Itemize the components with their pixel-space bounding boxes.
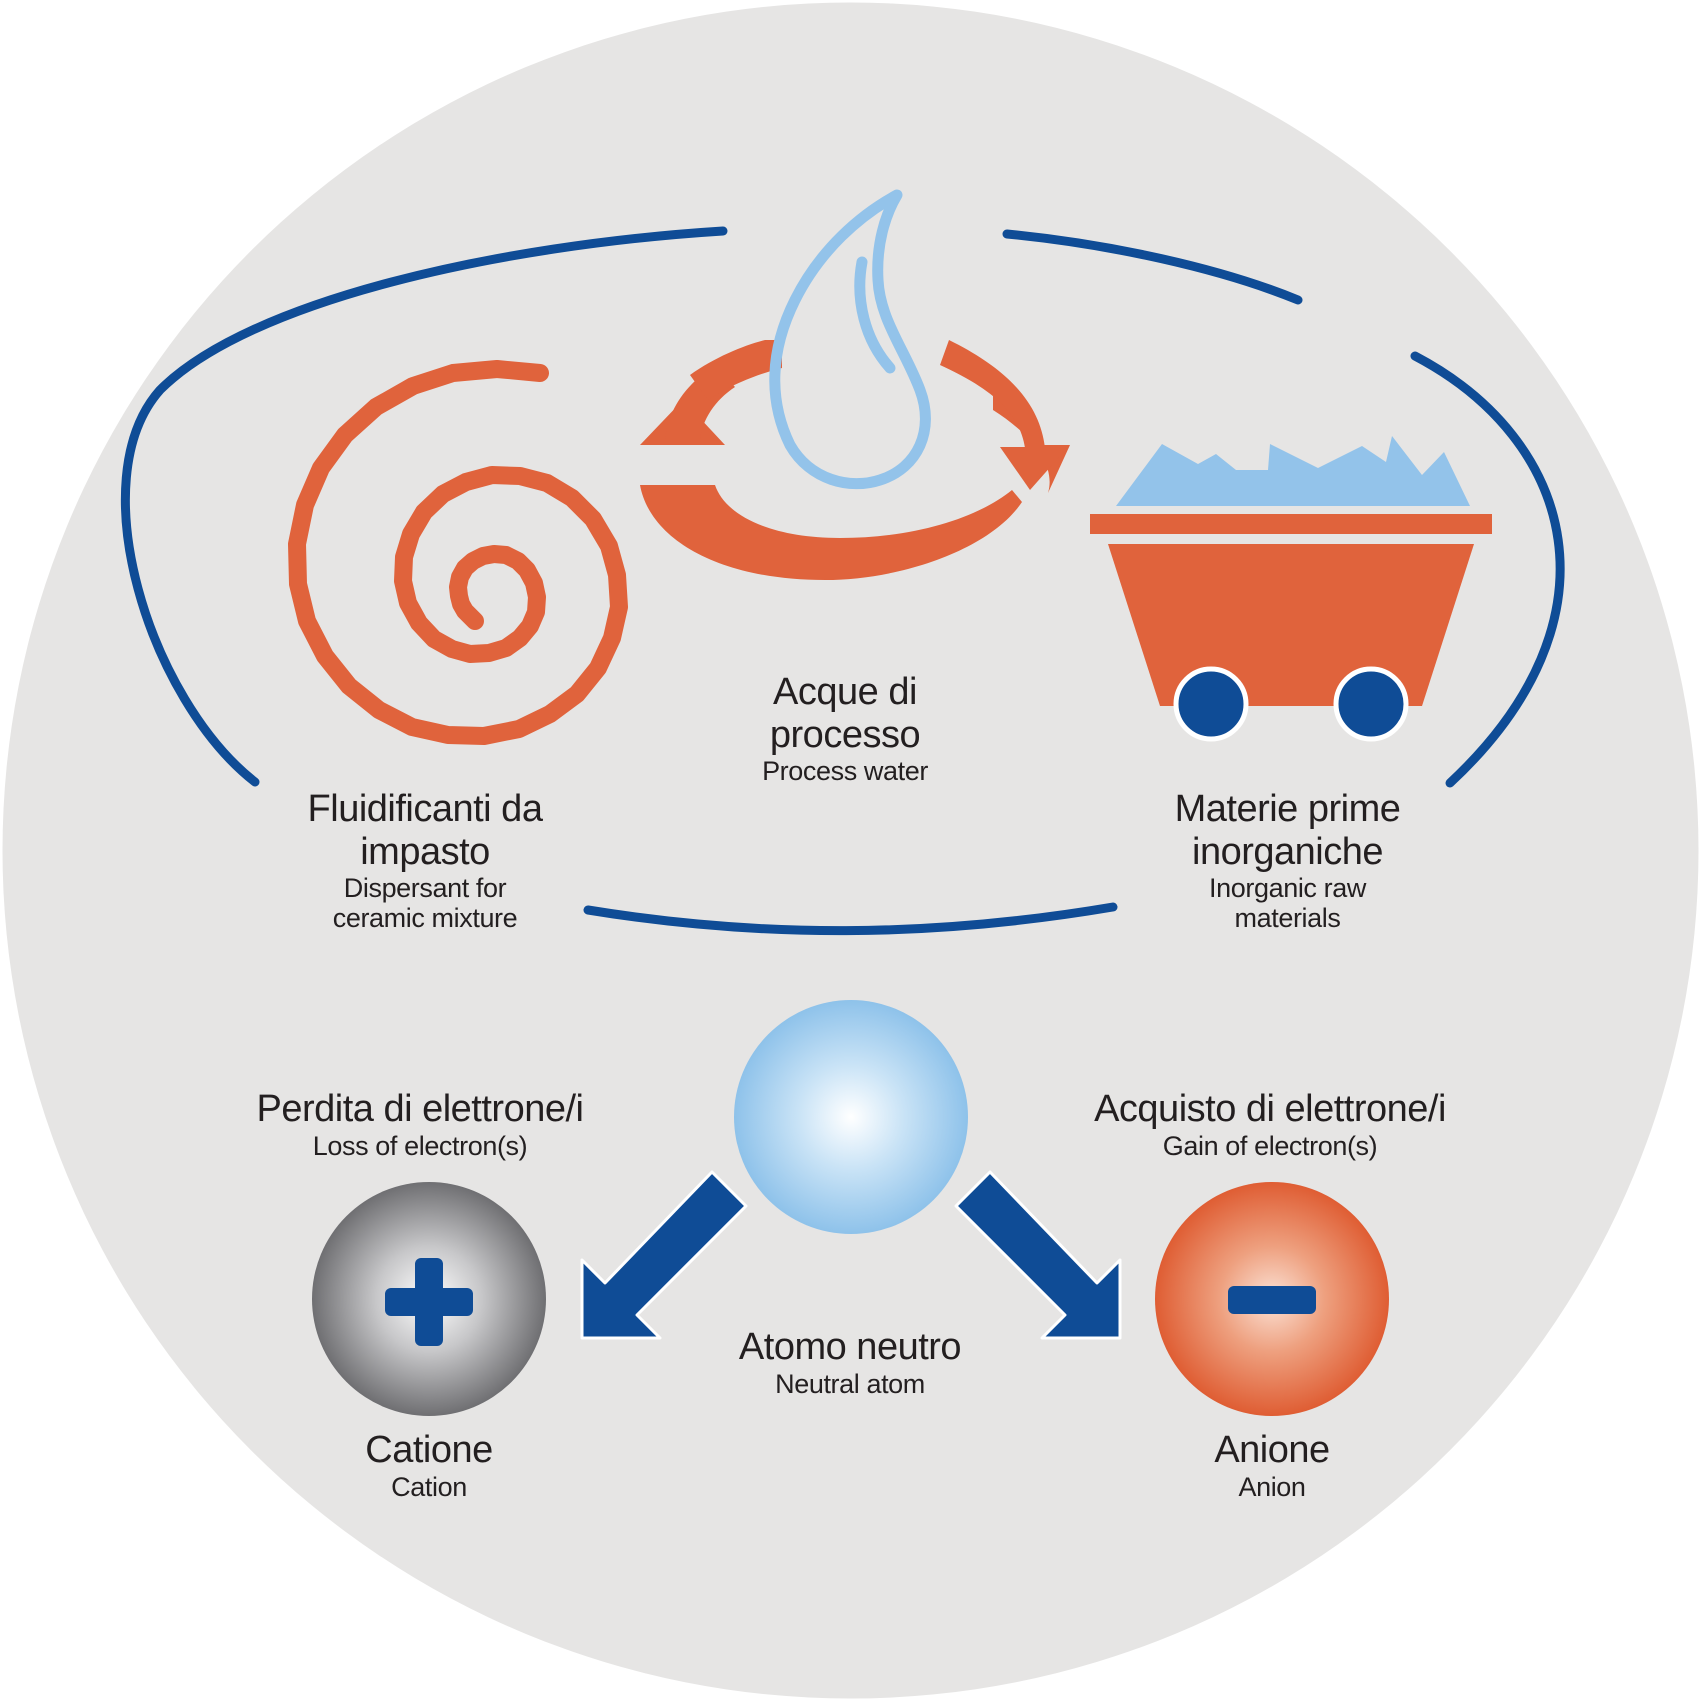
cart-wheel-right — [1333, 666, 1409, 742]
arc-top-left — [120, 226, 728, 787]
acque-en: Process water — [762, 756, 928, 787]
acque-it-line1: Acque di — [773, 671, 917, 713]
mine-cart-icon — [1090, 436, 1492, 742]
materie-it-line2: inorganiche — [1192, 830, 1383, 873]
acque-it-line2: processo — [769, 713, 921, 756]
fluidificanti-en-line1: Dispersant for — [343, 873, 507, 904]
minus-icon — [1228, 1286, 1316, 1314]
arc-bottom — [583, 902, 1118, 936]
anione-label: Anione Anion — [1122, 1429, 1422, 1502]
acquisto-label: Acquisto di elettrone/i Gain of electron… — [1045, 1088, 1495, 1161]
plus-icon — [385, 1258, 473, 1346]
anione-it: Anione — [1214, 1429, 1330, 1471]
materie-it-line1: Materie prime — [1174, 788, 1401, 830]
acquisto-en: Gain of electron(s) — [1162, 1130, 1378, 1161]
catione-label: Catione Cation — [279, 1429, 579, 1502]
blue-arrows — [580, 1170, 1122, 1340]
cart-body — [1108, 544, 1474, 706]
perdita-label: Perdita di elettrone/i Loss of electron(… — [195, 1088, 645, 1161]
acque-label: Acque di processo Process water — [700, 671, 990, 786]
fluidificanti-en-line2: ceramic mixture — [332, 903, 518, 934]
arrow-to-cation — [580, 1170, 748, 1340]
neutral-atom-sphere — [734, 1000, 968, 1234]
materie-en-line1: Inorganic raw — [1209, 873, 1366, 904]
cycle-arcs — [120, 226, 1565, 936]
spiral-icon — [288, 360, 628, 745]
water-drop-icon — [769, 189, 931, 490]
fluidificanti-it-line1: Fluidificanti da — [307, 788, 543, 830]
cart-wheel-left — [1173, 666, 1249, 742]
drop-inner-curve — [854, 256, 896, 374]
perdita-it: Perdita di elettrone/i — [256, 1088, 584, 1130]
catione-it: Catione — [365, 1429, 493, 1471]
drop-outline — [769, 189, 931, 490]
perdita-en: Loss of electron(s) — [312, 1130, 528, 1161]
cart-load — [1116, 436, 1470, 506]
anione-en: Anion — [1238, 1471, 1306, 1502]
acquisto-it: Acquisto di elettrone/i — [1094, 1088, 1446, 1130]
cart-rim — [1090, 514, 1492, 534]
arrow-to-anion — [954, 1170, 1122, 1340]
atomo-en: Neutral atom — [775, 1368, 925, 1399]
arc-top-right — [1002, 229, 1303, 305]
materie-label: Materie prime inorganiche Inorganic raw … — [1110, 788, 1465, 934]
fluidificanti-label: Fluidificanti da impasto Dispersant for … — [250, 788, 600, 934]
arc-right — [1410, 351, 1565, 788]
catione-en: Cation — [391, 1471, 467, 1502]
cycle-arrows-icon — [640, 340, 1070, 580]
atomo-it: Atomo neutro — [738, 1326, 962, 1368]
materie-en-line2: materials — [1234, 903, 1341, 934]
fluidificanti-it-line2: impasto — [360, 830, 490, 873]
atomo-label: Atomo neutro Neutral atom — [650, 1326, 1050, 1399]
